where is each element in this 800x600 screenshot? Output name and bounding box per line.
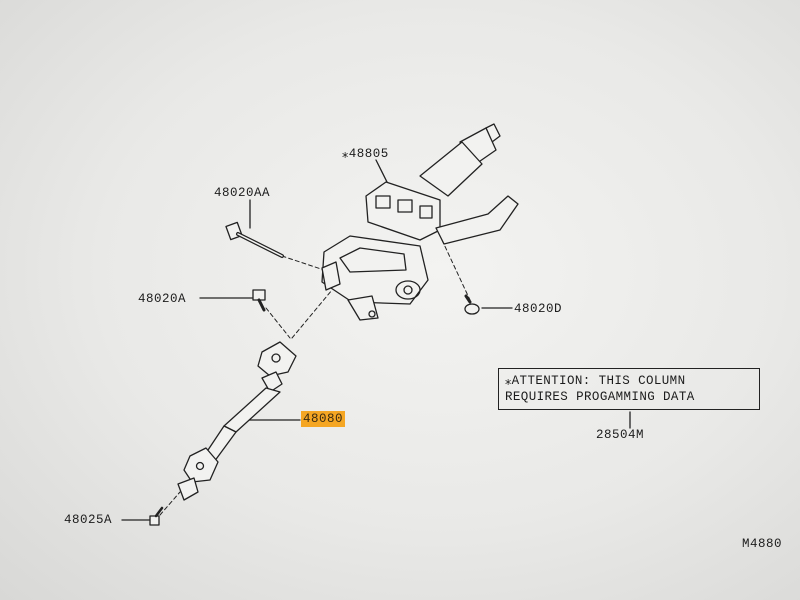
label-bolt-a: 48020A	[138, 292, 187, 306]
bolt-48020A	[252, 289, 266, 312]
assembly-line-bolt-lower	[159, 491, 181, 516]
label-bolt-lower: 48025A	[64, 513, 113, 527]
bolt-48020D	[464, 294, 480, 315]
assembly-line-bolt-d	[441, 239, 471, 301]
label-bolt-d: 48020D	[514, 302, 563, 316]
long-bolt-48020AA	[225, 221, 284, 258]
assembly-line-shaft	[291, 289, 333, 339]
label-column-assembly: ⁎48805	[342, 147, 389, 161]
notice-line-1: ⁎ATTENTION: THIS COLUMN	[505, 374, 686, 388]
column-assembly-48805	[321, 123, 519, 321]
assembly-line-bolt-a	[265, 307, 291, 339]
label-program-data: 28504M	[596, 428, 645, 442]
label-figure-code: M4880	[742, 537, 783, 551]
label-bolt-long: 48020AA	[214, 186, 271, 200]
lower-shaft-48080	[177, 341, 297, 501]
notice-line-2: REQUIRES PROGAMMING DATA	[505, 390, 695, 404]
label-lower-shaft: 48080	[301, 411, 346, 427]
attention-notice-box: ⁎ATTENTION: THIS COLUMN REQUIRES PROGAMM…	[498, 368, 760, 410]
bolt-48025A	[149, 506, 164, 526]
